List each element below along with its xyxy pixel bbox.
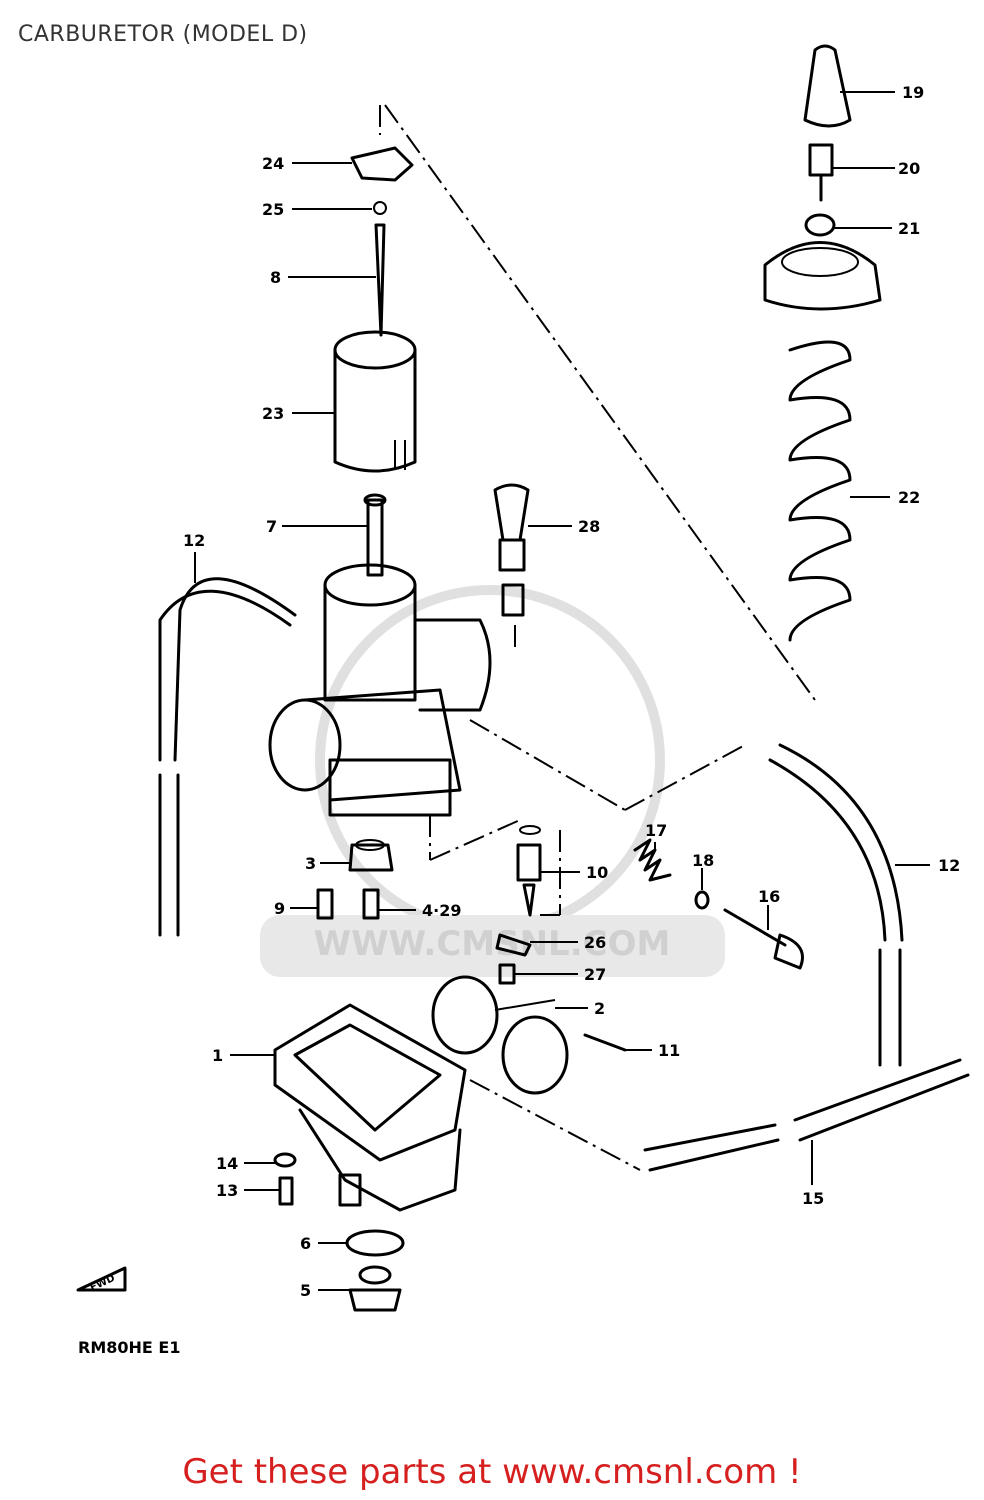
callout-12-right: 12 (938, 856, 960, 875)
part-3-nut (348, 839, 394, 872)
callout-4-29: 4·29 (422, 901, 461, 920)
part-4-29-jet (362, 888, 380, 920)
callout-22: 22 (898, 488, 920, 507)
fwd-arrow-icon: FWD (76, 1266, 127, 1294)
callout-26: 26 (584, 933, 606, 952)
callout-15: 15 (802, 1189, 824, 1208)
callout-14: 14 (216, 1154, 238, 1173)
callouts: 19 20 21 22 24 25 8 23 7 28 12 12 17 18 … (183, 83, 960, 1300)
part-15-hose (643, 1058, 970, 1172)
drawing-code: RM80HE E1 (78, 1338, 180, 1357)
carburetor-body (268, 563, 492, 817)
callout-11: 11 (658, 1041, 680, 1060)
part-10-needle-jet (516, 825, 542, 917)
part-1-float-chamber (273, 1003, 467, 1212)
top-cap (763, 241, 882, 311)
callout-28: 28 (578, 517, 600, 536)
callout-24: 24 (262, 154, 284, 173)
callout-10: 10 (586, 863, 608, 882)
part-28-starter-plunger (493, 483, 530, 617)
callout-21: 21 (898, 219, 920, 238)
part-9-jet (316, 888, 334, 920)
part-13-screw (278, 1176, 294, 1206)
callout-25: 25 (262, 200, 284, 219)
part-7-adjuster (363, 493, 387, 577)
callout-27: 27 (584, 965, 606, 984)
callout-12-left: 12 (183, 531, 205, 550)
callout-5: 5 (300, 1281, 311, 1300)
part-24-plate (350, 146, 414, 182)
part-19-rubber-cap (803, 44, 852, 128)
part-26-float-arm (495, 933, 532, 957)
callout-1: 1 (212, 1046, 223, 1065)
assembly-guide-lines (379, 104, 816, 1171)
callout-3: 3 (305, 854, 316, 873)
watermark: WWW.CMSNL.COM (260, 585, 725, 977)
part-12-hose-left (158, 577, 297, 937)
watermark-text: WWW.CMSNL.COM (314, 924, 671, 964)
part-23-throttle-valve (333, 330, 417, 473)
part-2-float (431, 975, 569, 1095)
callout-6: 6 (300, 1234, 311, 1253)
page-title: CARBURETOR (MODEL D) (18, 22, 308, 47)
callout-19: 19 (902, 83, 924, 102)
callout-7: 7 (266, 517, 277, 536)
footer-shop-link[interactable]: Get these parts at www.cmsnl.com ! (182, 1452, 802, 1492)
callout-23: 23 (262, 404, 284, 423)
part-14-washer (273, 1152, 297, 1168)
part-17-spring (633, 838, 672, 882)
callout-2: 2 (594, 999, 605, 1018)
callout-18: 18 (692, 851, 714, 870)
part-8-jet-needle (374, 223, 386, 337)
part-16-air-screw (723, 908, 804, 970)
part-20-adjuster (808, 143, 834, 202)
callout-20: 20 (898, 159, 920, 178)
part-11-pin (583, 1033, 627, 1052)
part-22-spring (788, 340, 852, 642)
part-5-plug (348, 1265, 402, 1312)
part-6-gasket (345, 1229, 405, 1257)
part-12-hose-right (768, 743, 904, 1067)
part-25-clip (373, 201, 387, 215)
callout-17: 17 (645, 821, 667, 840)
callout-9: 9 (274, 899, 285, 918)
part-18-o-ring (694, 890, 710, 910)
callout-8: 8 (270, 268, 281, 287)
part-21-nut (804, 213, 836, 237)
callout-16: 16 (758, 887, 780, 906)
callout-13: 13 (216, 1181, 238, 1200)
